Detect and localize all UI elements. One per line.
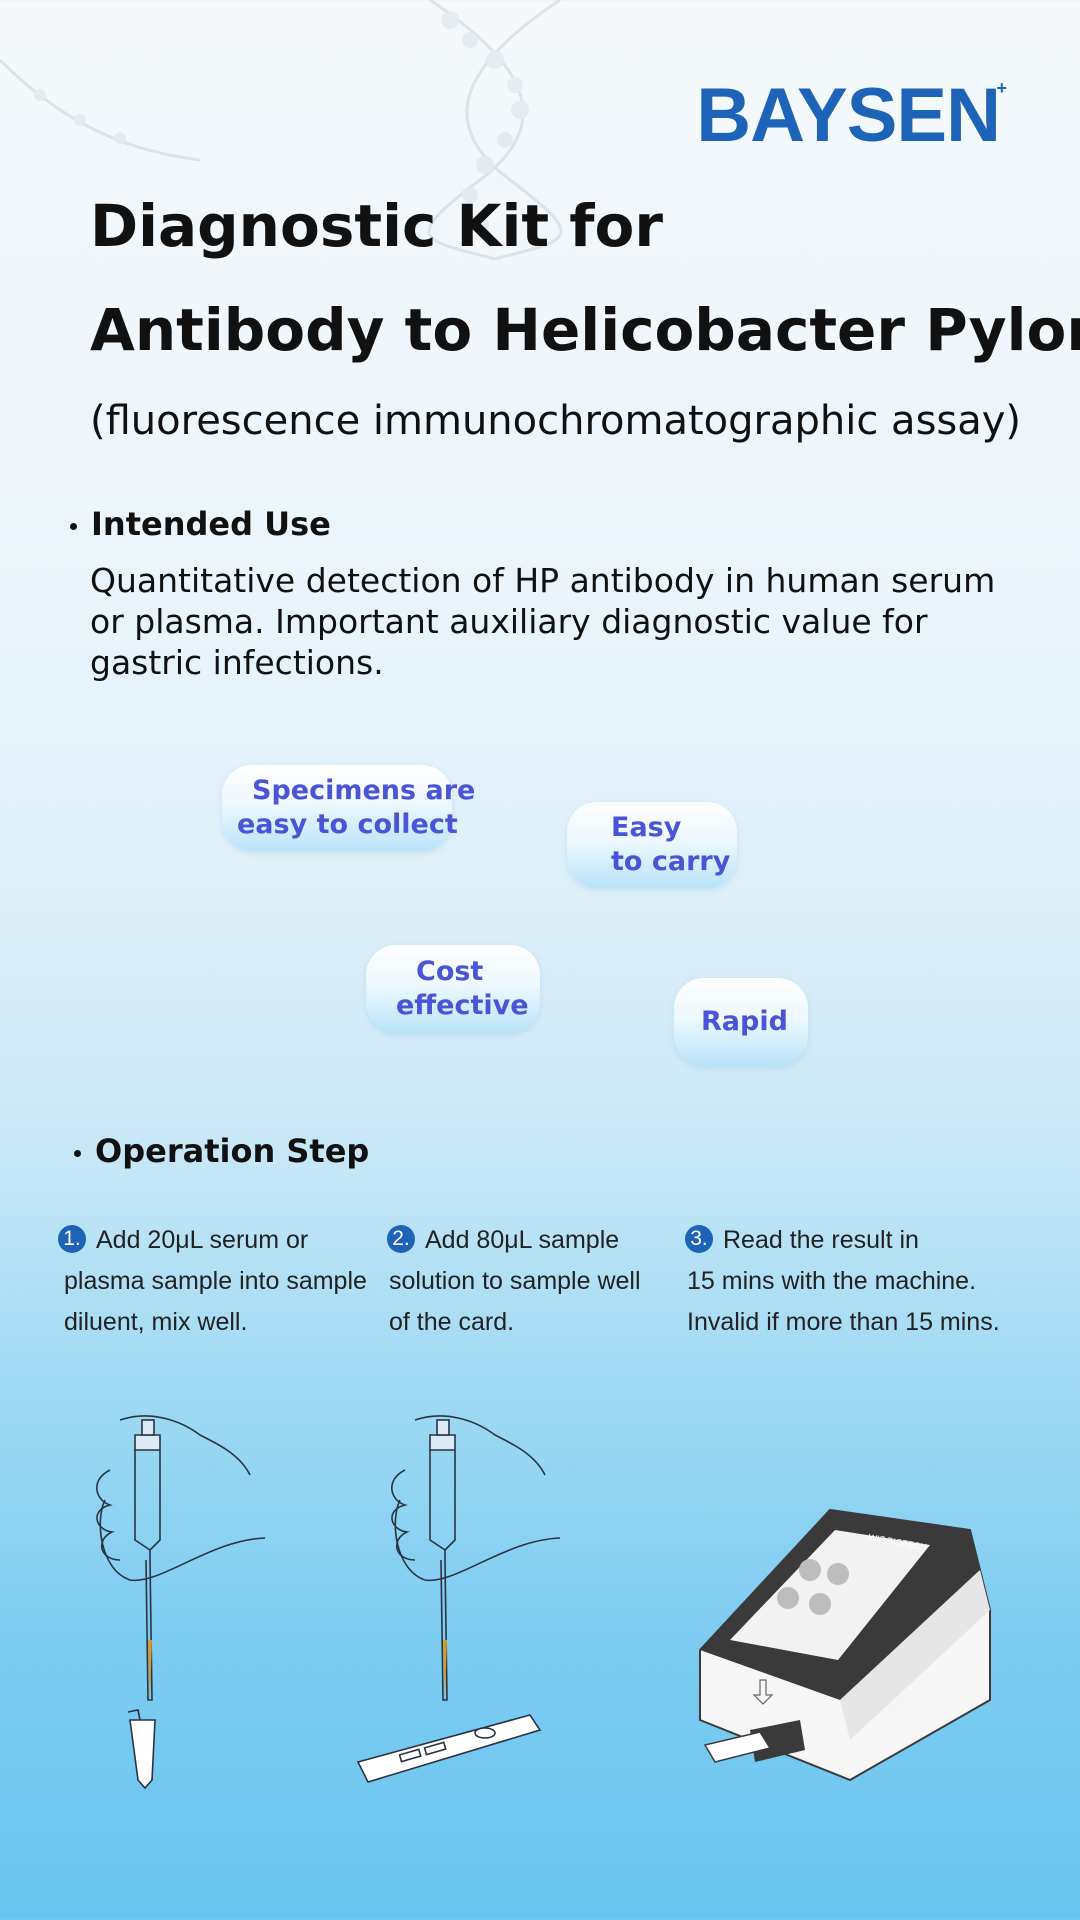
step-line: solution to sample well [389, 1267, 641, 1295]
test-card-illustration [356, 1415, 561, 1783]
feature-pill-line2: to carry [611, 846, 731, 877]
brand-logo: BAYSEN + [696, 72, 1007, 159]
pipette-hand-illustration [96, 1415, 266, 1790]
analyzer-machine-illustration: WIZ BIOTECH [699, 1508, 991, 1782]
page-subtitle: (fluorescence immunochromatographic assa… [90, 398, 1022, 444]
operation-step-1: 1. Add 20μL serum or plasma sample into s… [58, 1220, 367, 1343]
bullet-dot [70, 522, 77, 530]
feature-pill-specimens: Specimens are easy to collect [222, 765, 475, 851]
step-line: 2. Add 80μL sample [387, 1220, 641, 1261]
operation-step-3: 3. Read the result in 15 mins with the ma… [685, 1220, 1000, 1343]
bullet-dot [74, 1149, 81, 1157]
step-text: Read the result in [723, 1226, 919, 1254]
feature-pill-rapid: Rapid [674, 978, 808, 1066]
feature-pill-easy-carry: Easy to carry [567, 802, 737, 888]
step-number-badge: 1. [58, 1225, 86, 1254]
feature-pill-line1: Specimens are [252, 775, 476, 806]
step-line: 15 mins with the machine. [687, 1267, 977, 1295]
feature-pill-line1: Easy [611, 812, 682, 843]
step-number-badge: 2. [387, 1225, 415, 1254]
brand-logo-text: BAYSEN [696, 73, 1001, 158]
feature-pill-line2: effective [396, 990, 529, 1021]
step-text: Add 20μL serum or [96, 1226, 309, 1254]
step-line: plasma sample into sample [64, 1267, 367, 1295]
operation-step-heading: Operation Step [74, 1132, 369, 1170]
feature-pill-line1: Rapid [701, 1006, 788, 1037]
dna-helix-background [0, 0, 563, 260]
feature-pill-line1: Cost [416, 956, 484, 987]
page-title-line1: Diagnostic Kit for [90, 192, 663, 260]
brand-logo-mark: + [996, 78, 1006, 98]
step-number-badge: 3. [685, 1225, 713, 1254]
operation-step-2: 2. Add 80μL sample solution to sample wel… [387, 1220, 641, 1343]
page-title-line2: Antibody to Helicobacter Pylori [90, 296, 1080, 364]
step-line: diluent, mix well. [64, 1308, 248, 1336]
step-line: 1. Add 20μL serum or [58, 1220, 367, 1261]
feature-pill-line2: easy to collect [237, 809, 458, 840]
step-line: 3. Read the result in [685, 1220, 1000, 1261]
intended-use-heading-text: Intended Use [91, 505, 331, 543]
step-text: Add 80μL sample [425, 1226, 620, 1254]
step-line: Invalid if more than 15 mins. [687, 1308, 1000, 1336]
intended-use-heading: Intended Use [70, 505, 331, 543]
feature-pill-cost: Cost effective [366, 945, 540, 1033]
step-line: of the card. [389, 1308, 515, 1336]
intended-use-text: Quantitative detection of HP antibody in… [90, 561, 996, 682]
operation-step-heading-text: Operation Step [95, 1132, 370, 1170]
